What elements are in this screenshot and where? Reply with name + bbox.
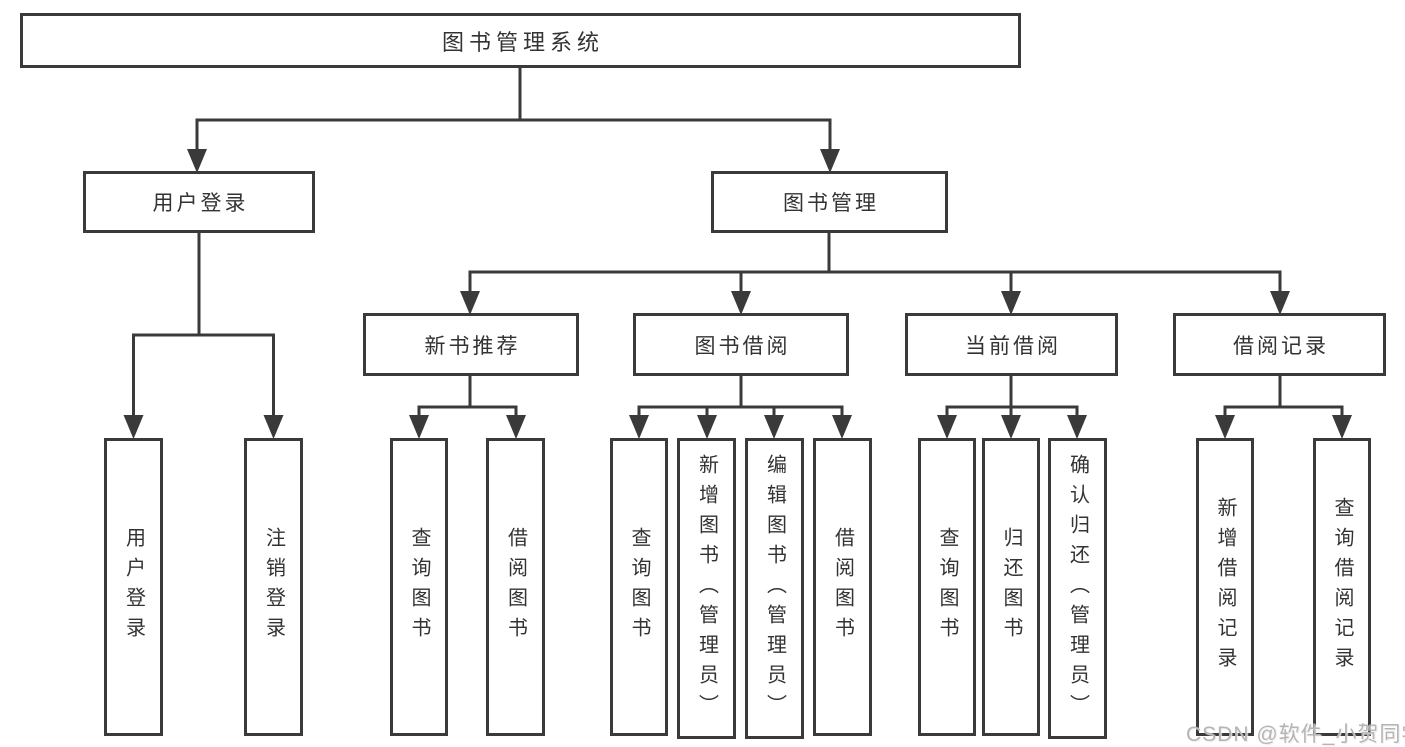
arrowhead xyxy=(1332,415,1352,439)
leaf-add-book-admin: 新增图书（管理员） xyxy=(677,438,736,739)
leaf-query-book-newrec-label: 查询图书 xyxy=(408,527,430,647)
node-new-book-rec: 新书推荐 xyxy=(363,313,579,376)
arrowhead xyxy=(506,415,526,439)
leaf-return-book-label: 归还图书 xyxy=(1000,527,1022,647)
leaf-confirm-return-admin: 确认归还（管理员） xyxy=(1048,438,1107,739)
arrowhead xyxy=(1270,291,1290,315)
arrowhead xyxy=(263,415,284,439)
arrowhead xyxy=(187,149,207,173)
arrowhead xyxy=(1067,415,1087,439)
leaf-add-book-admin-label: 新增图书（管理员） xyxy=(695,453,718,724)
leaf-edit-book-admin: 编辑图书（管理员） xyxy=(745,438,804,739)
leaf-edit-book-admin-label: 编辑图书（管理员） xyxy=(763,453,786,724)
arrowhead xyxy=(460,291,480,315)
arrowhead xyxy=(731,291,751,315)
leaf-query-borrow-record-label: 查询借阅记录 xyxy=(1331,497,1353,677)
leaf-logout: 注销登录 xyxy=(244,438,303,736)
leaf-query-book-borrow: 查询图书 xyxy=(610,438,668,736)
arrowhead xyxy=(764,415,784,439)
node-user-login-label: 用户登录 xyxy=(152,192,249,215)
arrowhead xyxy=(629,415,649,439)
leaf-confirm-return-admin-label: 确认归还（管理员） xyxy=(1066,453,1089,724)
csdn-watermark: CSDN @软件_小贺同学 xyxy=(1186,723,1405,746)
leaf-borrow-book-borrow-label: 借阅图书 xyxy=(831,527,854,647)
leaf-logout-label: 注销登录 xyxy=(262,527,285,647)
arrowhead xyxy=(937,415,957,439)
arrowhead xyxy=(1215,415,1235,439)
leaf-query-book-newrec: 查询图书 xyxy=(390,438,448,736)
node-current-borrow: 当前借阅 xyxy=(905,313,1118,376)
leaf-add-borrow-record: 新增借阅记录 xyxy=(1196,438,1254,736)
node-user-login: 用户登录 xyxy=(83,171,315,233)
leaf-borrow-book-newrec-label: 借阅图书 xyxy=(504,527,527,647)
node-root-label: 图书管理系统 xyxy=(441,29,604,55)
leaf-borrow-book-newrec: 借阅图书 xyxy=(486,438,545,736)
node-borrow-records-label: 借阅记录 xyxy=(1233,334,1329,358)
leaf-query-book-current-label: 查询图书 xyxy=(936,527,958,647)
node-new-book-rec-label: 新书推荐 xyxy=(424,334,521,358)
leaf-borrow-book-borrow: 借阅图书 xyxy=(813,438,872,736)
leaf-user-login: 用户登录 xyxy=(104,438,163,736)
arrowhead xyxy=(832,415,852,439)
arrowhead xyxy=(820,149,840,173)
node-root: 图书管理系统 xyxy=(20,13,1021,68)
node-book-borrow: 图书借阅 xyxy=(633,313,849,376)
connector-path xyxy=(132,66,1344,419)
arrowhead xyxy=(1001,415,1021,439)
node-borrow-records: 借阅记录 xyxy=(1173,313,1386,376)
leaf-add-borrow-record-label: 新增借阅记录 xyxy=(1214,497,1236,677)
arrowhead xyxy=(409,415,429,439)
leaf-return-book: 归还图书 xyxy=(982,438,1040,736)
arrowhead xyxy=(697,415,717,439)
leaf-query-borrow-record: 查询借阅记录 xyxy=(1313,438,1371,736)
leaf-query-book-current: 查询图书 xyxy=(918,438,976,736)
arrowhead xyxy=(1001,291,1021,315)
node-book-borrow-label: 图书借阅 xyxy=(694,334,791,358)
node-book-mgmt: 图书管理 xyxy=(711,171,948,233)
arrowhead xyxy=(123,415,144,439)
node-book-mgmt-label: 图书管理 xyxy=(783,192,879,215)
leaf-query-book-borrow-label: 查询图书 xyxy=(628,527,650,647)
node-current-borrow-label: 当前借阅 xyxy=(965,334,1061,358)
leaf-user-login-label: 用户登录 xyxy=(122,527,145,647)
